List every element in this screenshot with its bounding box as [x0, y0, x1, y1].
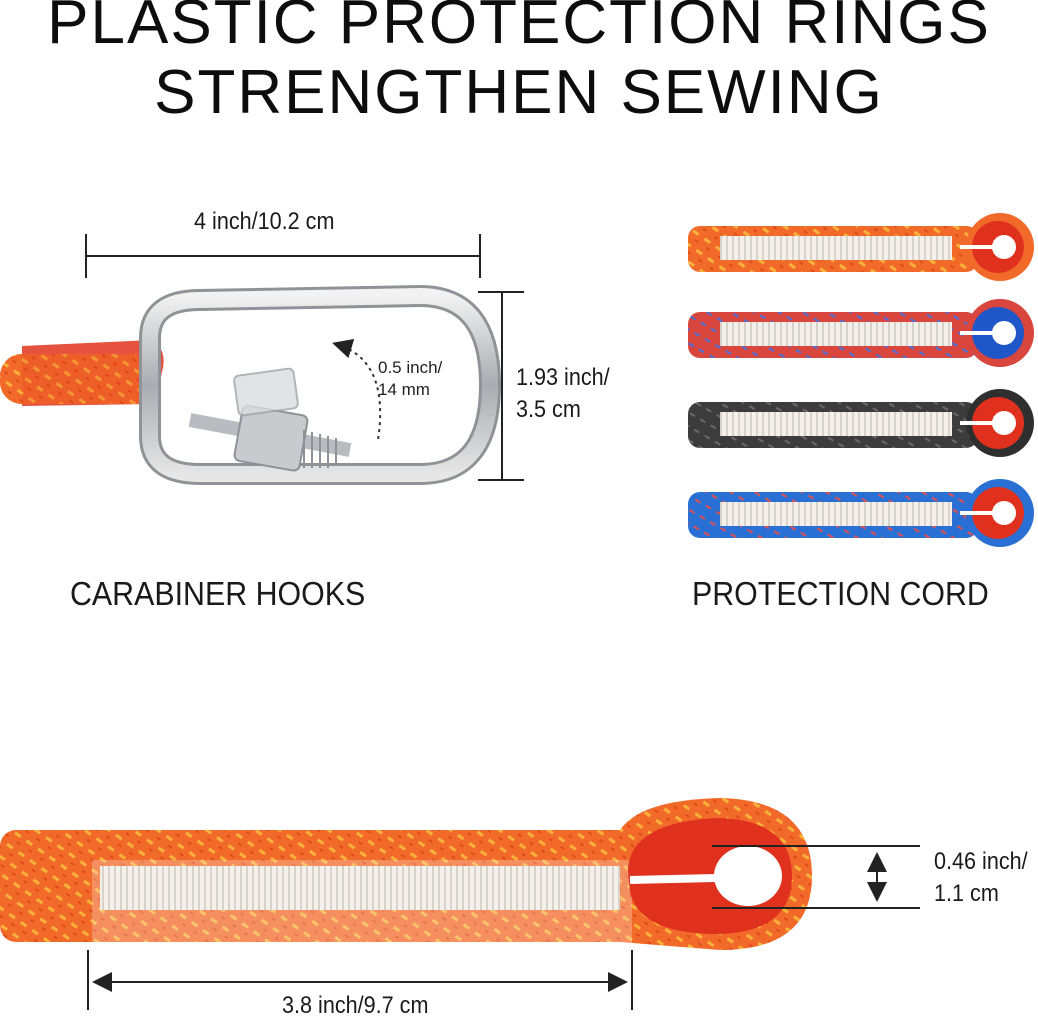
carabiner-width-label: 4 inch/10.2 cm — [194, 208, 335, 235]
carabiner-hook-image — [139, 284, 502, 485]
carabiner-width-dimension — [85, 234, 481, 278]
carabiner-caption: CARABINER HOOKS — [70, 575, 366, 612]
protection-cord-red-blue — [688, 299, 1034, 367]
gate-label-line2: 14 mm — [378, 380, 430, 399]
protection-cord-black-red — [688, 389, 1034, 457]
carabiner-height-dimension — [478, 291, 524, 481]
cord-length-dimension — [87, 950, 633, 1010]
gate-opening-arrow — [332, 338, 382, 441]
cord-length-label: 3.8 inch/9.7 cm — [282, 992, 429, 1019]
ring-size-dimension — [712, 845, 920, 909]
gate-label-line1: 0.5 inch/ — [378, 358, 443, 377]
carabiner-rope-image — [0, 340, 164, 406]
protection-cord-blue-red — [688, 479, 1034, 547]
ring-size-label-line1: 0.46 inch/ — [934, 848, 1028, 875]
protection-cord-orange — [688, 213, 1034, 281]
page-title-line1: PLASTIC PROTECTION RINGS — [47, 0, 991, 57]
cord-detail-image — [0, 798, 812, 950]
carabiner-height-label-line2: 3.5 cm — [516, 396, 581, 423]
ring-size-label-line2: 1.1 cm — [934, 880, 999, 907]
carabiner-height-label-line1: 1.93 inch/ — [516, 364, 610, 391]
protection-cord-caption: PROTECTION CORD — [692, 575, 989, 612]
page-title-line2: STRENGTHEN SEWING — [154, 58, 884, 127]
